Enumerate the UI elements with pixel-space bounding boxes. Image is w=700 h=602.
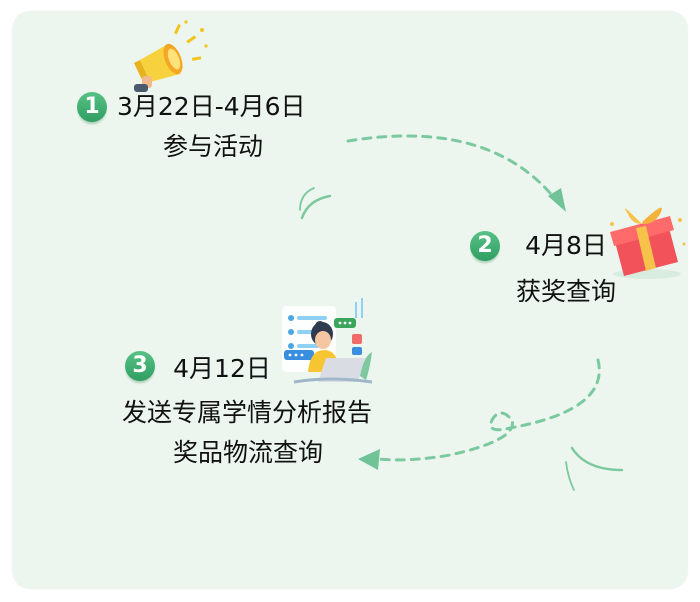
step-3-badge: 3 <box>125 351 155 381</box>
step-1-label: 参与活动 <box>162 132 264 161</box>
megaphone-icon <box>134 20 208 92</box>
timeline-card <box>12 11 688 589</box>
step-2-date: 4月8日 <box>525 231 607 260</box>
step-1-badge: 1 <box>77 92 107 122</box>
swoosh-left <box>299 187 332 220</box>
swoosh-right <box>565 446 624 491</box>
step-3-label-line1: 发送专属学情分析报告 <box>121 398 373 427</box>
girl-laptop-icon <box>282 298 373 384</box>
step-2-label: 获奖查询 <box>515 277 617 306</box>
gift-box-icon <box>610 207 686 279</box>
step-3-date: 4月12日 <box>173 354 271 383</box>
step-1-date: 3月22日-4月6日 <box>117 92 306 121</box>
step-2-badge: 2 <box>470 231 500 261</box>
arrow-step1-to-step2 <box>346 134 566 212</box>
step-3-label-line2: 奖品物流查询 <box>172 438 324 467</box>
arrow-step2-to-step3 <box>358 358 601 470</box>
